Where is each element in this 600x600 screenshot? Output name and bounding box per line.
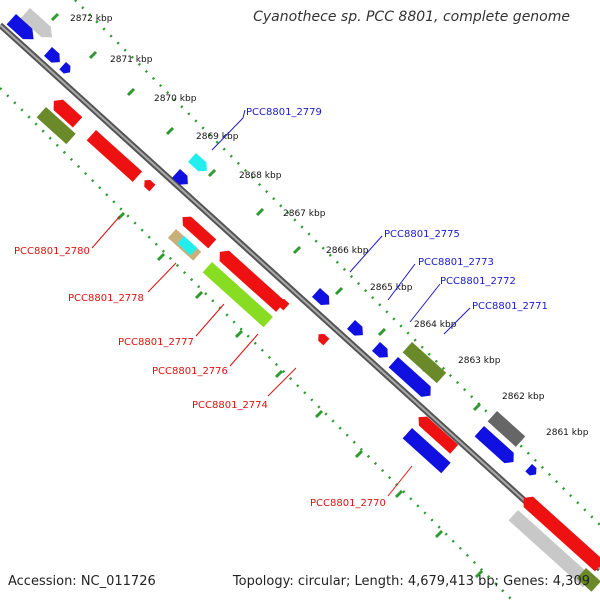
gene-feature[interactable] <box>402 428 451 474</box>
gene-feature[interactable] <box>519 493 600 572</box>
forward-gene-label[interactable]: PCC8801_2772 <box>440 276 516 287</box>
gene-feature[interactable] <box>487 411 526 447</box>
reverse-label-lines <box>91 215 413 497</box>
gene-feature[interactable] <box>275 296 290 311</box>
gene-feature[interactable] <box>59 62 73 76</box>
forward-gene-label[interactable]: PCC8801_2775 <box>384 229 460 240</box>
genome-title: Cyanothece sp. PCC 8801, complete genome <box>253 9 570 25</box>
tick-label: 2867 kbp <box>283 209 326 219</box>
gene-feature[interactable] <box>43 47 64 67</box>
tick-label: 2862 kbp <box>502 392 545 402</box>
gene-feature[interactable] <box>402 342 447 384</box>
tick-label: 2869 kbp <box>196 132 239 142</box>
gene-feature[interactable] <box>141 177 156 192</box>
gene-feature[interactable] <box>49 96 83 128</box>
tick-label: 2872 kbp <box>70 14 113 24</box>
genome-info-text: Topology: circular; Length: 4,679,413 bp… <box>232 574 590 589</box>
reverse-gene-label[interactable]: PCC8801_2776 <box>152 366 228 377</box>
gene-feature[interactable] <box>474 426 519 467</box>
tick-label: 2871 kbp <box>110 55 153 65</box>
forward-gene-label[interactable]: PCC8801_2779 <box>246 107 322 118</box>
tick-label: 2864 kbp <box>414 320 457 330</box>
reverse-gene-label[interactable]: PCC8801_2778 <box>68 293 144 304</box>
gene-feature[interactable] <box>315 331 330 346</box>
gene-feature[interactable] <box>86 130 143 182</box>
gene-feature[interactable] <box>525 464 539 478</box>
gene-feature[interactable] <box>576 568 600 592</box>
gene-feature[interactable] <box>202 262 273 328</box>
gene-feature[interactable] <box>187 153 211 175</box>
gene-feature[interactable] <box>388 357 436 401</box>
forward-gene-label[interactable]: PCC8801_2771 <box>472 301 548 312</box>
reverse-gene-label[interactable]: PCC8801_2780 <box>14 246 90 257</box>
gene-feature[interactable] <box>178 213 217 249</box>
gene-feature[interactable] <box>508 510 593 588</box>
gene-feature[interactable] <box>311 288 333 309</box>
forward-label-lines <box>211 109 471 335</box>
tick-label: 2868 kbp <box>239 171 282 181</box>
tick-label: 2866 kbp <box>326 246 369 256</box>
reverse-gene-label[interactable]: PCC8801_2774 <box>192 400 268 411</box>
gene-feature[interactable] <box>20 8 57 42</box>
reverse-genes <box>36 96 600 592</box>
gene-feature[interactable] <box>414 413 459 454</box>
tick-label: 2870 kbp <box>154 94 197 104</box>
outer-track-line <box>74 0 600 526</box>
inner-track-line <box>0 87 513 600</box>
gene-feature[interactable] <box>171 169 192 189</box>
gene-feature[interactable] <box>215 247 286 312</box>
gene-feature[interactable] <box>36 107 76 145</box>
forward-genes <box>6 8 539 478</box>
gene-feature[interactable] <box>371 342 392 362</box>
gene-feature[interactable] <box>346 320 367 340</box>
accession-text: Accession: NC_011726 <box>8 574 156 589</box>
genome-backbone-highlight <box>0 24 600 570</box>
reverse-gene-label[interactable]: PCC8801_2770 <box>310 498 386 509</box>
gene-feature[interactable] <box>6 14 39 44</box>
reverse-gene-label[interactable]: PCC8801_2777 <box>118 337 194 348</box>
gene-feature[interactable] <box>177 236 198 256</box>
tick-label: 2863 kbp <box>458 356 501 366</box>
tick-label: 2865 kbp <box>370 283 413 293</box>
tick-label: 2861 kbp <box>546 428 589 438</box>
forward-gene-label[interactable]: PCC8801_2773 <box>418 257 494 268</box>
